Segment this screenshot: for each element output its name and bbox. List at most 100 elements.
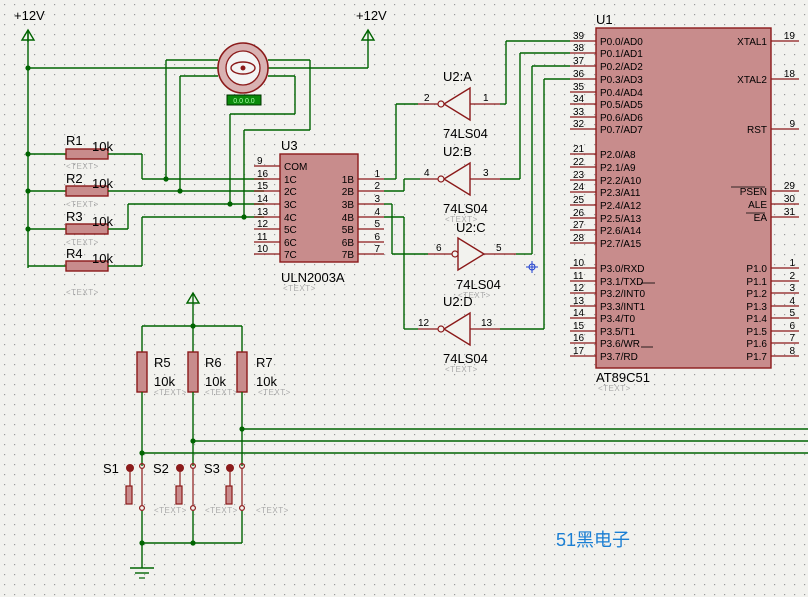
inverter-u2a[interactable]: 2 1 U2:A 74LS04 [418,69,500,141]
pin-name: P3.0/RXD [600,264,644,275]
pin-name: P2.2/A10 [600,176,642,187]
pin-name: 3B [342,200,355,211]
u2c-in-pin: 6 [436,243,442,254]
pin-name: P2.3/A11 [600,188,641,199]
pin-number: 33 [573,107,585,118]
r5-placeholder: <TEXT> [154,388,187,397]
resistor-r5[interactable]: R5 10k <TEXT> [136,326,187,397]
pin-name: P3.5/T1 [600,327,635,338]
pin-number: 8 [789,346,795,357]
power-right[interactable]: +12V [356,8,387,68]
pin-number: 26 [573,208,585,219]
pin-number: 2 [374,181,380,192]
u2c-ref: U2:C [456,220,486,235]
pin-name: 2B [342,187,355,198]
inverter-u2c[interactable]: 6 5 U2:C 74LS04 <TEXT> [428,220,516,300]
pin-number: 23 [573,170,585,181]
s3-placeholder: <TEXT> [256,506,289,515]
inverter-u2b[interactable]: 4 3 U2:B 74LS04 <TEXT> [420,144,500,224]
pin-name: P0.6/AD6 [600,113,643,124]
pin-name: RST [747,125,767,136]
pin-number: 6 [374,232,380,243]
pin-number: 9 [257,156,263,167]
pin-number: 35 [573,82,585,93]
r3-value: 10k [92,214,113,229]
r6-value: 10k [205,374,226,389]
pin-number: 17 [573,346,585,357]
rotor-icon [230,61,256,75]
mcu-right-pins: 19XTAL118XTAL29RST29PSEN30ALE31EA1P1.02P… [737,31,799,363]
resistor-r1[interactable]: R1 10k <TEXT> [28,133,113,171]
stepper-motor[interactable]: 0.0 0.0 [217,42,269,106]
u2d-ref: U2:D [443,294,473,309]
u2c-placeholder: <TEXT> [458,291,491,300]
r2-placeholder: <TEXT> [66,200,99,209]
resistor-r6[interactable]: R6 10k <TEXT> [187,326,238,397]
pin-name: P0.4/AD4 [600,88,643,99]
s1-ref: S1 [103,461,119,476]
pin-name: P1.1 [746,277,767,288]
mcu-left-pins: 39P0.0/AD038P0.1/AD137P0.2/AD236P0.3/AD3… [570,31,645,363]
pin-number: 5 [789,308,795,319]
pin-number: 13 [573,296,585,307]
pin-name: P3.3/INT1 [600,302,645,313]
power-lower[interactable] [185,291,201,326]
resistor-r3[interactable]: R3 10k <TEXT> [28,209,113,247]
pin-name: P3.2/INT0 [600,289,645,300]
r1-placeholder: <TEXT> [66,162,99,171]
at89c51-chip[interactable]: U1 AT89C51 <TEXT> 39P0.0/AD038P0.1/AD137… [570,12,799,393]
r4-value: 10k [92,251,113,266]
pin-number: 10 [257,244,269,255]
pin-name: 1B [342,175,355,186]
switch-s2[interactable]: S2 <TEXT> [153,461,238,515]
pin-name: 6C [284,238,297,249]
u2d-out-pin: 13 [481,318,493,329]
pin-number: 29 [784,181,796,192]
resistor-r7[interactable]: R7 10k <TEXT> [236,326,291,397]
pin-number: 1 [789,258,795,269]
mcu-part: AT89C51 [596,370,650,385]
u2a-ref: U2:A [443,69,472,84]
pin-name: ALE [748,200,767,211]
r2-ref: R2 [66,171,83,186]
inverter-u2d[interactable]: 12 13 U2:D 74LS04 <TEXT> [418,294,500,374]
resistor-r2[interactable]: R2 10k <TEXT> [28,171,113,209]
pin-number: 11 [257,232,268,243]
r4-ref: R4 [66,246,83,261]
pin-name: 6B [342,238,355,249]
pin-name: P3.4/T0 [600,314,635,325]
uln2003a-chip[interactable]: U3 ULN2003A <TEXT> 9COM161C152C143C134C1… [254,138,384,293]
pin-number: 22 [573,157,585,168]
pin-name: P2.6/A14 [600,226,642,237]
pin-name: P2.4/A12 [600,201,642,212]
pin-name: P1.5 [746,327,767,338]
r6-placeholder: <TEXT> [205,388,238,397]
uln-ref: U3 [281,138,298,153]
switch-s3[interactable]: S3 <TEXT> [204,461,289,515]
r7-placeholder: <TEXT> [258,388,291,397]
pin-name: P1.7 [746,352,767,363]
pin-number: 36 [573,69,585,80]
pin-name: P1.3 [746,302,767,313]
pin-number: 24 [573,182,585,193]
pin-number: 1 [374,169,380,180]
watermark-text: 51黑电子 [556,530,630,550]
pin-name: P1.6 [746,339,767,350]
switch-s1[interactable]: S1 <TEXT> [103,461,187,515]
pin-name: P1.0 [746,264,767,275]
u2a-part: 74LS04 [443,126,488,141]
pin-number: 18 [784,69,796,80]
r7-value: 10k [256,374,277,389]
pin-number: 3 [374,194,380,205]
pin-number: 3 [789,283,795,294]
motor-readout: 0.0 0.0 [233,98,255,105]
pin-name: P2.1/A9 [600,163,636,174]
r5-ref: R5 [154,355,171,370]
vcc-right-label: +12V [356,8,387,23]
pin-number: 38 [573,43,585,54]
u2a-out-pin: 1 [483,93,489,104]
pin-number: 27 [573,220,585,231]
r3-ref: R3 [66,209,83,224]
